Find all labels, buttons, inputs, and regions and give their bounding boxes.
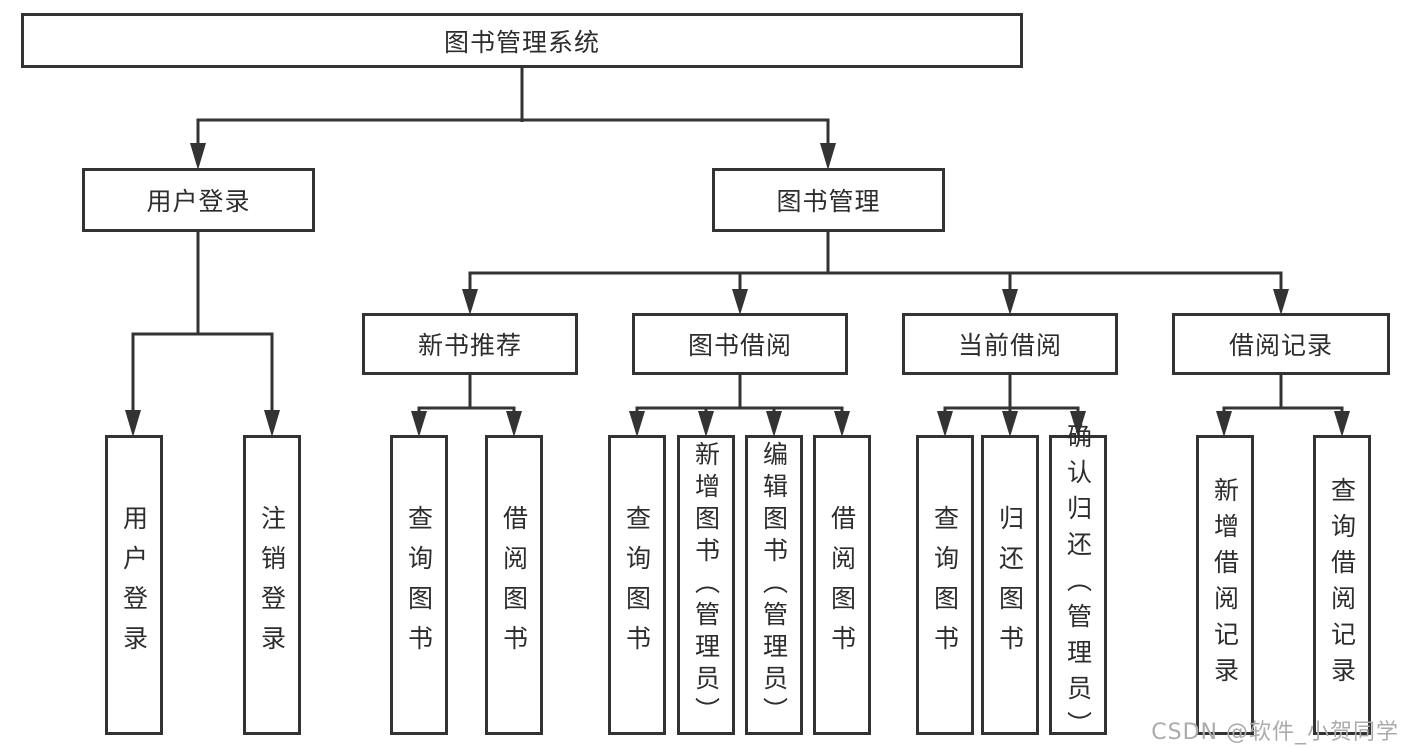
node-current-borrow: 当前借阅 (902, 313, 1118, 375)
node-label: 编辑图书（管理员） (759, 441, 789, 729)
node-user-login: 用户登录 (82, 168, 315, 232)
node-label: 查询图书 (930, 505, 960, 665)
node-label: 查询借阅记录 (1327, 477, 1357, 693)
leaf-borrow-query-books: 查询图书 (608, 435, 666, 735)
node-label: 图书管理系统 (443, 27, 600, 57)
node-label: 归还图书 (995, 505, 1025, 665)
leaf-borrow-add-books-admin: 新增图书（管理员） (677, 435, 735, 735)
node-label: 借阅记录 (1228, 331, 1333, 360)
leaf-logout: 注销登录 (243, 435, 301, 735)
leaf-current-query-books: 查询图书 (916, 435, 974, 735)
node-label: 图书管理 (776, 187, 881, 216)
node-label: 确认归还（管理员） (1063, 423, 1093, 747)
node-book-borrow: 图书借阅 (632, 313, 848, 375)
node-label: 借阅图书 (499, 505, 529, 665)
node-root: 图书管理系统 (21, 13, 1023, 68)
node-label: 注销登录 (257, 505, 287, 665)
node-label: 用户登录 (146, 187, 251, 216)
node-label: 查询图书 (404, 505, 434, 665)
node-label: 新增图书（管理员） (691, 441, 721, 729)
node-borrow-records: 借阅记录 (1172, 313, 1390, 375)
leaf-recommend-query-books: 查询图书 (390, 435, 448, 735)
node-label: 图书借阅 (687, 331, 792, 360)
node-label: 新增借阅记录 (1210, 477, 1240, 693)
watermark: CSDN @软件_小贺同学 (1151, 720, 1399, 745)
node-new-book-recommend: 新书推荐 (362, 313, 578, 375)
leaf-borrow-edit-books-admin: 编辑图书（管理员） (745, 435, 803, 735)
leaf-recommend-borrow-books: 借阅图书 (485, 435, 543, 735)
leaf-records-query-record: 查询借阅记录 (1313, 435, 1371, 735)
node-label: 新书推荐 (417, 331, 522, 360)
node-book-management: 图书管理 (712, 168, 945, 232)
node-label: 用户登录 (119, 505, 149, 665)
leaf-current-return-books: 归还图书 (981, 435, 1039, 735)
leaf-borrow-borrow-books: 借阅图书 (813, 435, 871, 735)
node-label: 查询图书 (622, 505, 652, 665)
leaf-current-confirm-return-admin: 确认归还（管理员） (1049, 423, 1107, 747)
node-label: 当前借阅 (957, 331, 1062, 360)
leaf-records-add-record: 新增借阅记录 (1196, 435, 1254, 735)
leaf-user-login: 用户登录 (105, 435, 163, 735)
node-label: 借阅图书 (827, 505, 857, 665)
